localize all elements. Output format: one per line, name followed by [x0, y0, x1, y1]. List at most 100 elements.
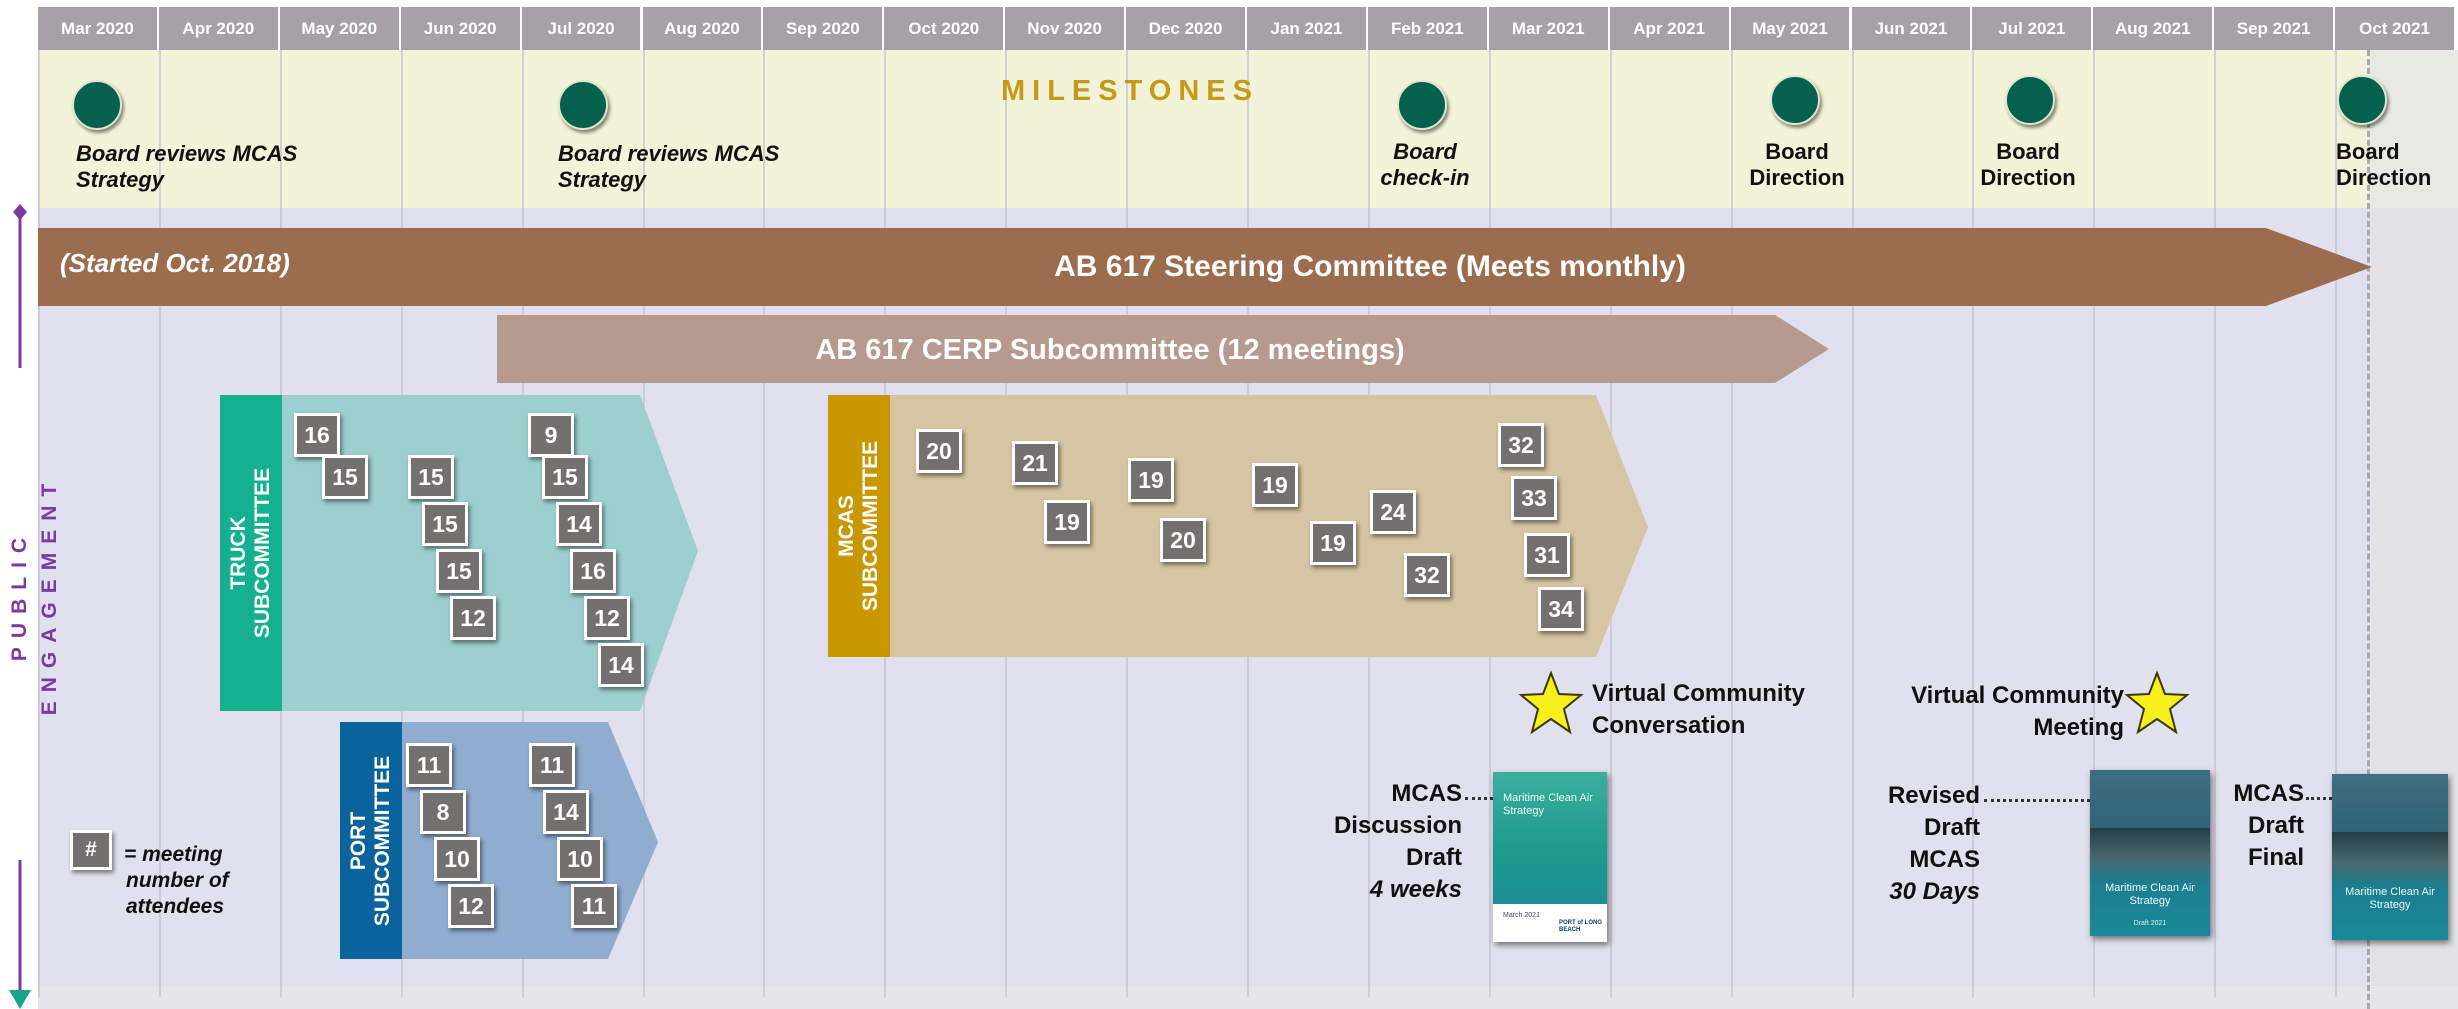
document-label-line: MCAS: [1909, 846, 1980, 873]
truck-attendee-badge: 12: [450, 596, 496, 640]
month-header: Apr 2020: [158, 7, 280, 50]
month-gridline: [1730, 50, 1733, 997]
event-label: Virtual Community Meeting: [1900, 680, 2124, 744]
month-gridline: [158, 50, 161, 997]
milestone-dot: [558, 80, 608, 130]
steering-committee-arrow: [38, 228, 2372, 306]
milestone-label-line: Board reviews MCAS: [76, 141, 298, 166]
report-cover-gradient: [1493, 772, 1607, 904]
document-label-line: Revised: [1887, 782, 1980, 809]
document-leader-dots: [1984, 799, 2090, 802]
milestone-label: Board Direction: [2336, 139, 2446, 191]
discussion-draft-report-cover: Maritime Clean Air Strategy March 2021 P…: [1493, 772, 1607, 942]
month-header: Apr 2021: [1609, 7, 1731, 50]
truck-attendee-badge: 14: [598, 643, 644, 687]
month-header: Jun 2020: [400, 7, 522, 50]
milestone-label-line: Board: [1996, 139, 2060, 164]
steering-committee-label: AB 617 Steering Committee (Meets monthly…: [1054, 250, 1686, 283]
mcas-attendee-badge: 20: [1160, 518, 1206, 562]
legend-text-line: = meeting: [124, 843, 223, 866]
document-label-line: MCAS: [1391, 780, 1462, 807]
port-attendee-badge: 11: [529, 743, 575, 787]
document-label-line: Final: [2247, 844, 2304, 871]
port-attendee-badge: 14: [543, 790, 589, 834]
month-header: Sep 2021: [2214, 7, 2336, 50]
report-cover-title: Maritime Clean Air Strategy: [1503, 792, 1593, 817]
event-label-line: Virtual Community: [1592, 680, 1805, 707]
mcas-attendee-badge: 19: [1310, 521, 1356, 565]
milestone-dot: [1397, 80, 1447, 130]
report-cover-title: Maritime Clean Air Strategy: [2345, 886, 2435, 911]
month-header: Jan 2021: [1247, 7, 1368, 50]
document-label: MCAS Discussion Draft 4 weeks: [1310, 778, 1462, 906]
month-header: Nov 2020: [1005, 7, 1127, 50]
month-gridline: [2214, 50, 2217, 997]
month-gridline: [1972, 50, 1975, 997]
mcas-attendee-badge: 21: [1012, 441, 1058, 485]
month-header: Oct 2020: [884, 7, 1006, 50]
star-icon: [2124, 670, 2190, 735]
report-cover-ship-image: [2332, 832, 2448, 884]
mcas-attendee-badge: 24: [1370, 490, 1416, 534]
milestones-title: MILESTONES: [1001, 75, 1259, 107]
milestone-label-line: Strategy: [558, 167, 647, 192]
milestone-label-line: Direction: [1749, 165, 1845, 190]
month-header: Feb 2021: [1367, 7, 1489, 50]
event-label-line: Conversation: [1592, 712, 1746, 739]
milestone-label-line: Direction: [1980, 165, 2076, 190]
truck-attendee-badge: 15: [408, 455, 454, 499]
mcas-attendee-badge: 20: [916, 429, 962, 473]
month-header: Jun 2021: [1851, 7, 1973, 50]
month-header: Jul 2021: [1972, 7, 2094, 50]
event-label-line: Meeting: [2033, 714, 2124, 741]
truck-attendee-badge: 9: [528, 413, 574, 457]
document-label-line: Draft: [1923, 814, 1980, 841]
milestone-label-line: Board: [2336, 139, 2400, 164]
month-header: May 2021: [1730, 7, 1852, 50]
mcas-attendee-badge: 33: [1511, 476, 1557, 520]
milestone-dot: [2337, 75, 2387, 125]
report-cover-logo: PORT of LONG BEACH: [1559, 920, 1602, 933]
report-cover-subtitle: Draft 2021: [2133, 920, 2167, 927]
month-header: Mar 2021: [1488, 7, 1610, 50]
current-month-dashed-line: [2367, 50, 2370, 1009]
milestone-label: Board check-in: [1360, 139, 1490, 191]
cerp-subcommittee-label: AB 617 CERP Subcommittee (12 meetings): [815, 334, 1405, 366]
truck-attendee-badge: 15: [542, 455, 588, 499]
truck-attendee-badge: 12: [584, 596, 630, 640]
month-header: Sep 2020: [763, 7, 885, 50]
event-label-line: Virtual Community: [1911, 682, 2124, 709]
milestone-label-line: Board reviews MCAS: [558, 141, 780, 166]
month-gridline: [38, 50, 40, 997]
event-label: Virtual Community Conversation: [1592, 678, 1805, 742]
mcas-attendee-badge: 19: [1128, 458, 1174, 502]
milestone-label: Board reviews MCAS Strategy: [76, 141, 297, 193]
steering-committee-start-note: (Started Oct. 2018): [60, 248, 290, 278]
month-header: May 2020: [279, 7, 401, 50]
document-label-line: MCAS: [2233, 780, 2304, 807]
milestone-band: [38, 50, 2372, 208]
document-label-line: Draft: [2247, 812, 2304, 839]
mcas-attendee-badge: 31: [1524, 533, 1570, 577]
document-period: 4 weeks: [1369, 876, 1462, 903]
report-cover-ship-image: [2090, 828, 2210, 880]
mcas-attendee-badge: 34: [1538, 587, 1584, 631]
mcas-attendee-badge: 32: [1498, 423, 1544, 467]
report-cover-subtitle: March 2021: [1503, 912, 1540, 919]
document-label: Revised Draft MCAS 30 Days: [1860, 780, 1980, 908]
document-period: 30 Days: [1889, 878, 1980, 905]
truck-attendee-badge: 15: [422, 502, 468, 546]
truck-attendee-badge: 15: [436, 549, 482, 593]
legend-text-line: attendees: [126, 895, 225, 918]
month-header: Aug 2021: [2093, 7, 2215, 50]
port-attendee-badge: 12: [448, 884, 494, 928]
milestone-label: Board Direction: [1735, 139, 1859, 191]
milestone-label-line: Direction: [2336, 165, 2432, 190]
milestone-label-line: Board: [1393, 139, 1457, 164]
document-label: MCAS Draft Final: [2232, 778, 2304, 874]
milestone-dot: [72, 80, 122, 130]
milestone-label-line: Board: [1765, 139, 1829, 164]
month-header: Aug 2020: [642, 7, 764, 50]
port-attendee-badge: 11: [406, 743, 452, 787]
